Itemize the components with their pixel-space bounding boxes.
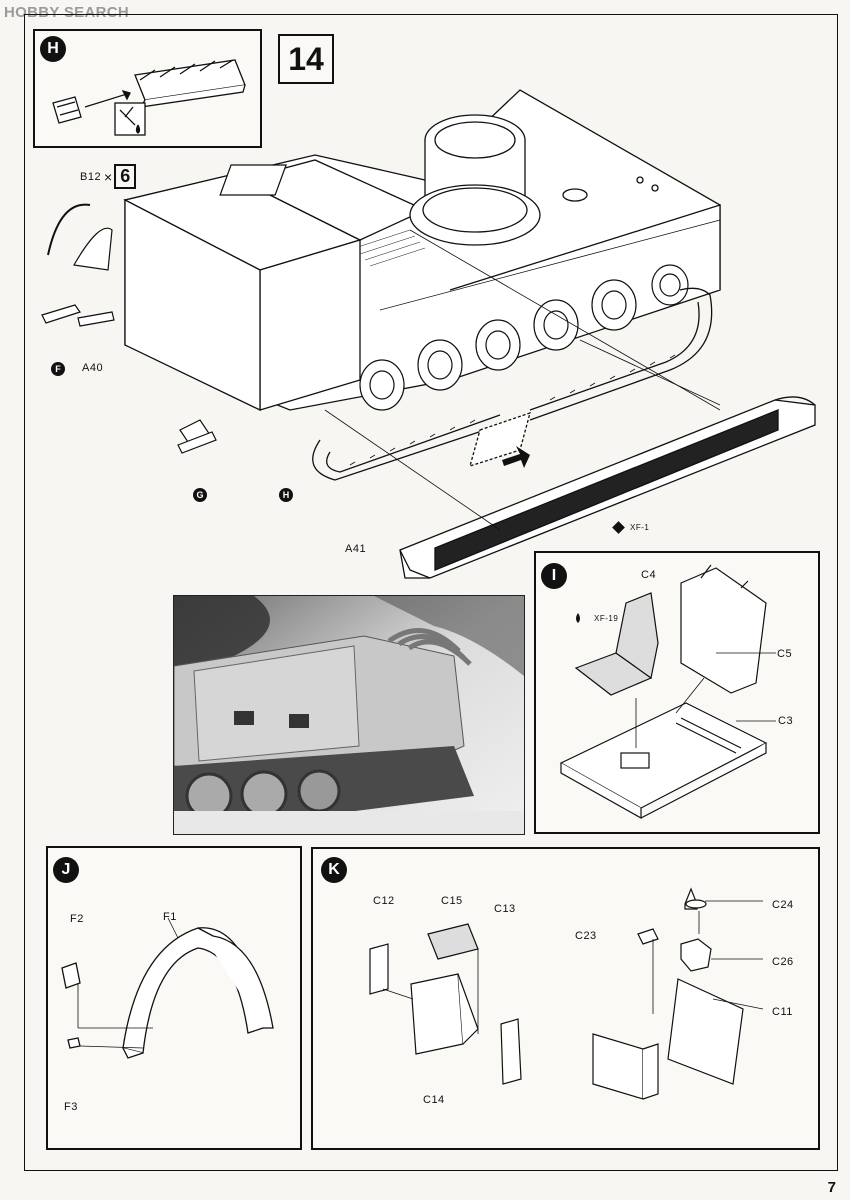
badge-h-small: H [279, 488, 293, 502]
step-number: 14 [288, 40, 324, 77]
label-f2: F2 [70, 913, 84, 925]
fender-assembly-illustration [61, 917, 274, 1059]
subassembly-k-box [311, 847, 820, 1150]
seat-assembly-illustration [559, 564, 776, 820]
reference-photo [173, 595, 525, 835]
page-frame [24, 14, 838, 1171]
label-a40: A40 [82, 362, 104, 374]
label-c13: C13 [494, 903, 516, 915]
label-c23: C23 [575, 930, 597, 942]
label-c11: C11 [772, 1006, 793, 1018]
quantity-multiplier: ×6 [104, 164, 137, 189]
label-a41: A41 [345, 543, 367, 555]
track-link-illustration [52, 59, 246, 136]
label-b12: B12 [80, 171, 102, 183]
multiplier-prefix: × [104, 169, 113, 185]
label-xf1: XF-1 [630, 523, 650, 532]
step-number-box [278, 34, 334, 84]
watermark: HOBBY SEARCH [4, 4, 130, 21]
badge-f: F [51, 362, 65, 376]
multiplier-value: 6 [114, 164, 137, 189]
label-c5: C5 [777, 648, 793, 660]
label-c3: C3 [778, 715, 794, 727]
label-f3: F3 [64, 1101, 78, 1113]
label-xf19: XF-19 [594, 614, 619, 623]
badge-i: I [541, 563, 567, 589]
label-f1: F1 [163, 911, 177, 923]
label-c14: C14 [423, 1094, 445, 1106]
main-hull-assembly [41, 89, 816, 579]
label-c4: C4 [641, 569, 657, 581]
badge-j: J [53, 857, 79, 883]
badge-k: K [321, 857, 347, 883]
label-c15: C15 [441, 895, 463, 907]
page-number: 7 [827, 1179, 836, 1196]
badge-h: H [40, 36, 66, 62]
badge-g: G [193, 488, 207, 502]
label-c26: C26 [772, 956, 794, 968]
label-c12: C12 [373, 895, 395, 907]
radio-box-assembly-illustration [369, 887, 764, 1100]
label-c24: C24 [772, 899, 794, 911]
